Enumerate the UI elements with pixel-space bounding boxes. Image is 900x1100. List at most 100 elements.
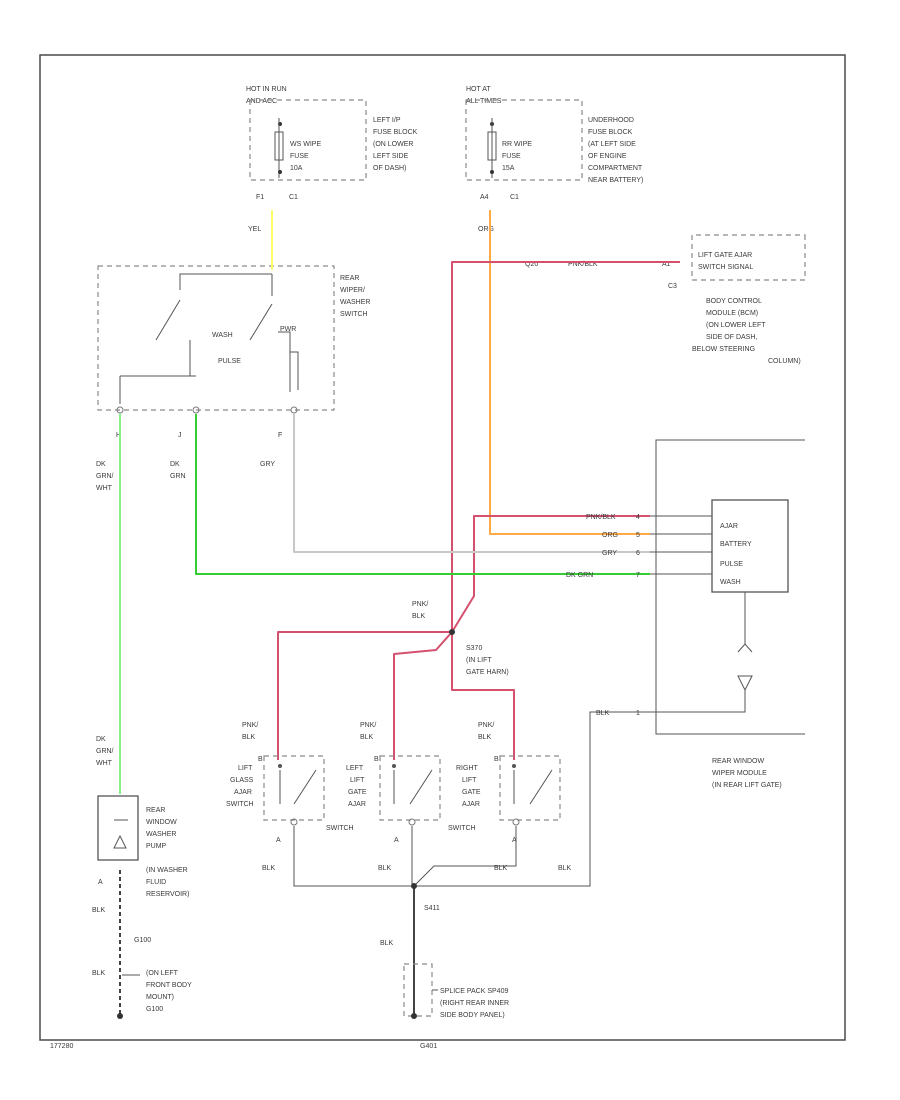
module-wire-labels: PNK/BLK ORG GRY DK GRN 4 5 6 7 xyxy=(566,514,640,579)
gnd-splice-id: S411 xyxy=(424,905,440,912)
org-wire xyxy=(489,210,650,535)
rr-wipe-fuse-label: RR WIPE xyxy=(502,141,532,148)
pump-desc-7: RESERVOIR) xyxy=(146,891,189,898)
yel-wire-label: YEL xyxy=(248,226,261,233)
underhood-desc-5: COMPARTMENT xyxy=(588,165,643,172)
splice-pack-sp409: SPLICE PACK SP409 (RIGHT REAR INNER SIDE… xyxy=(403,963,509,1019)
ajar2-desc-3: GATE xyxy=(348,789,367,796)
ws-wipe-fuse-rating: 10A xyxy=(290,165,303,172)
ajar2-wire-1: PNK/ xyxy=(360,722,376,729)
switch-pin-j: J xyxy=(178,432,182,439)
dk-grn-label-2: GRN xyxy=(170,473,186,480)
splice-id: S370 xyxy=(466,645,482,652)
ajar2-gnd: BLK xyxy=(378,865,392,872)
pump-desc-2: WINDOW xyxy=(146,819,177,826)
pnk-blk-bcm-wire xyxy=(451,261,680,632)
underhood-desc-1: UNDERHOOD xyxy=(588,117,634,124)
module-pin-7: 7 xyxy=(636,572,640,579)
ajar3-wire-2: BLK xyxy=(478,734,492,741)
ajar1-pin-b: B xyxy=(258,756,263,763)
splice-desc-2: GATE HARN) xyxy=(466,669,509,676)
module-pin-5: 5 xyxy=(636,532,640,539)
ajar1-gnd: BLK xyxy=(262,865,276,872)
module-pin-6: 6 xyxy=(636,550,640,557)
module-input-ajar: AJAR xyxy=(720,523,738,530)
gnd-splice-extra: BLK xyxy=(494,865,508,872)
rr-wipe-fuse-word: FUSE xyxy=(502,153,521,160)
ws-wipe-fuse-word: FUSE xyxy=(290,153,309,160)
pnk-blk-module-wire xyxy=(451,515,650,633)
bcm-desc-5: BELOW STEERING xyxy=(692,346,755,353)
ajar1-wire-1: PNK/ xyxy=(242,722,258,729)
ajar3-desc-2: LIFT xyxy=(462,777,477,784)
rear-switch-desc-2: WIPER/ xyxy=(340,287,365,294)
hot-at-all-times-label: HOT AT xyxy=(466,86,491,93)
splice-pack-desc-1: SPLICE PACK SP409 xyxy=(440,988,508,995)
module-desc-2: WIPER MODULE xyxy=(712,770,767,777)
left-ip-fuse-desc-3: (ON LOWER xyxy=(373,141,413,148)
ajar1-desc-1: LIFT xyxy=(238,765,253,772)
rr-wipe-fuse-rating: 15A xyxy=(502,165,515,172)
underhood-desc-3: (AT LEFT SIDE xyxy=(588,141,636,148)
left-fuse-block: HOT IN RUN AND ACC WS WIPE FUSE 10A LEFT… xyxy=(246,86,418,233)
diagram-frame xyxy=(39,54,846,1041)
underhood-desc-6: NEAR BATTERY) xyxy=(588,177,643,184)
pnk-blk-splice-right xyxy=(451,632,515,760)
ajar1-wire-2: BLK xyxy=(242,734,256,741)
bcm-signal-1: LIFT GATE AJAR xyxy=(698,252,752,259)
rear-window-wiper-module: AJAR BATTERY PULSE WASH BLK 1 REAR WINDO… xyxy=(596,439,805,789)
rear-switch-desc-3: WASHER xyxy=(340,299,370,306)
wires xyxy=(119,210,680,1014)
module-gnd-pin: 1 xyxy=(636,710,640,717)
left-fuse-conn: C1 xyxy=(289,194,298,201)
pwr-contact-label: PWR xyxy=(280,326,296,333)
bcm-wire-number: Q20 xyxy=(525,261,538,268)
pump-wire-3: WHT xyxy=(96,760,113,767)
left-lift-gate-ajar-switch: PNK/ BLK B A BLK LEFT LIFT GATE AJAR SWI… xyxy=(326,722,441,872)
ajar2-desc-5: SWITCH xyxy=(326,825,354,832)
wash-contact-label: WASH xyxy=(212,332,233,339)
module-wire-gry: GRY xyxy=(602,550,617,557)
switch-pin-f: F xyxy=(278,432,282,439)
ajar3-pin-b: B xyxy=(494,756,499,763)
ajar3-desc-1: RIGHT xyxy=(456,765,479,772)
ajar1-desc-4: SWITCH xyxy=(226,801,254,808)
underhood-desc-2: FUSE BLOCK xyxy=(588,129,633,136)
pump-desc-3: WASHER xyxy=(146,831,176,838)
diagram-reference-number: 177280 xyxy=(50,1043,73,1050)
pump-pin-a: A xyxy=(98,879,103,886)
module-input-wash: WASH xyxy=(720,579,741,586)
rear-switch-desc-4: SWITCH xyxy=(340,311,368,318)
switch-pin-h: H xyxy=(116,432,121,439)
gnd-splice-wire: BLK xyxy=(380,940,394,947)
gry-label: GRY xyxy=(260,461,275,468)
lift-glass-ajar-switch: PNK/ BLK B A BLK LIFT GLASS AJAR SWITCH xyxy=(226,722,325,872)
module-desc-1: REAR WINDOW xyxy=(712,758,765,765)
ajar2-desc-1: LEFT xyxy=(346,765,364,772)
splice-desc-1: (IN LIFT xyxy=(466,657,492,664)
bcm-desc-2: MODULE (BCM) xyxy=(706,310,758,317)
module-wire-pnk-blk: PNK/BLK xyxy=(586,514,616,521)
pump-gnd-desc-3: MOUNT) xyxy=(146,994,174,1001)
pump-desc-6: FLUID xyxy=(146,879,166,886)
rear-switch-desc-1: REAR xyxy=(340,275,359,282)
left-ip-fuse-desc-2: FUSE BLOCK xyxy=(373,129,418,136)
pump-gnd-wire-label-2: BLK xyxy=(92,970,106,977)
bcm-desc-6: COLUMN) xyxy=(768,358,801,365)
blk-gnd-bus xyxy=(293,711,650,887)
module-wire-dk-grn: DK GRN xyxy=(566,572,593,579)
pump-desc-1: REAR xyxy=(146,807,165,814)
bcm-desc-3: (ON LOWER LEFT xyxy=(706,322,766,329)
left-ip-fuse-desc-5: OF DASH) xyxy=(373,165,406,172)
ajar2-pin-b: B xyxy=(374,756,379,763)
ajar2-desc-2: LIFT xyxy=(350,777,365,784)
pulse-contact-label: PULSE xyxy=(218,358,241,365)
body-control-module: Q20 PNK/BLK A1 C3 LIFT GATE AJAR SWITCH … xyxy=(525,234,806,365)
splice-wire-1: PNK/ xyxy=(412,601,428,608)
pump-gnd-desc-4: G100 xyxy=(146,1006,163,1013)
rear-window-washer-pump: DK GRN/ WHT REAR WINDOW WASHER PUMP (IN … xyxy=(92,736,192,1019)
underhood-fuse-block: HOT AT ALL TIMES RR WIPE FUSE 15A UNDERH… xyxy=(465,86,643,233)
module-input-pulse: PULSE xyxy=(720,561,743,568)
ajar3-desc-5: SWITCH xyxy=(448,825,476,832)
